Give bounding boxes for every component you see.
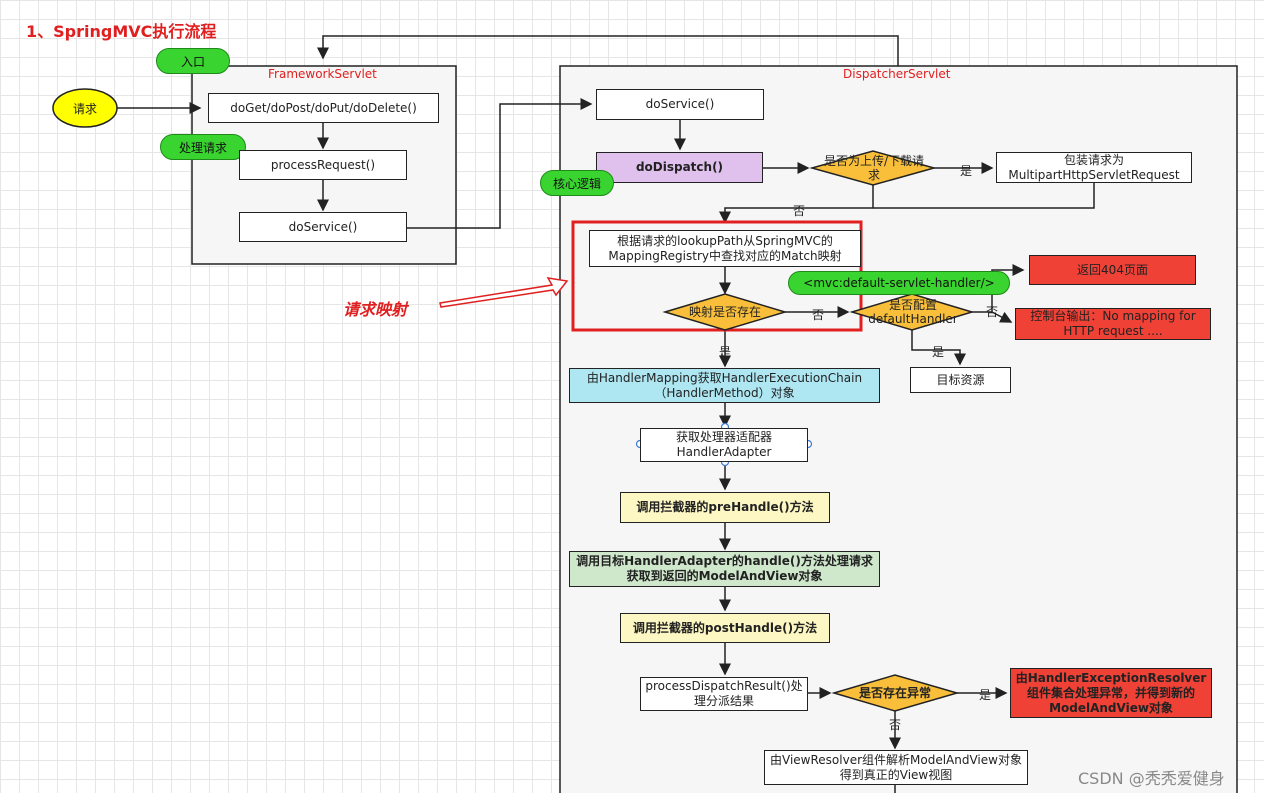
lookup-mapping-box: 根据请求的lookupPath从SpringMVC的MappingRegistr…: [589, 230, 861, 267]
mapping-yes-label: 是: [719, 345, 732, 359]
config-no-label: 否: [986, 305, 999, 319]
framework-doservice-box: doService(): [239, 212, 407, 242]
view-resolver-box: 由ViewResolver组件解析ModelAndView对象得到真正的View…: [764, 750, 1028, 785]
process-request-box: processRequest(): [239, 150, 407, 180]
target-resource-box: 目标资源: [910, 367, 1011, 393]
request-node: 请求: [72, 101, 97, 116]
watermark: CSDN @秃秃爱健身: [1078, 769, 1225, 788]
handler-chain-box: 由HandlerMapping获取HandlerExecutionChain（H…: [569, 368, 880, 403]
core-logic-cloud: 核心逻辑: [540, 170, 614, 196]
handle-request-box: 调用目标HandlerAdapter的handle()方法处理请求获取到返回的M…: [569, 551, 880, 587]
doget-box: doGet/doPost/doPut/doDelete(): [208, 93, 439, 123]
dispatcher-doservice-box: doService(): [596, 89, 764, 120]
default-servlet-handler-cloud: <mvc:default-servlet-handler/>: [788, 271, 1010, 295]
process-dispatch-result-box: processDispatchResult()处理分派结果: [640, 677, 808, 711]
framework-servlet-label: FrameworkServlet: [268, 67, 377, 81]
config-default-decision: 是否配置defaultHandler: [868, 298, 958, 326]
handler-adapter-box: 获取处理器适配器HandlerAdapter: [640, 428, 808, 462]
upload-yes-label: 是: [960, 164, 973, 178]
prehandle-box: 调用拦截器的preHandle()方法: [620, 492, 830, 523]
request-mapping-annotation: 请求映射: [343, 300, 408, 319]
mapping-no-label: 否: [812, 308, 825, 322]
console-output-box: 控制台输出：No mapping for HTTP request ....: [1015, 308, 1211, 340]
exception-yes-label: 是: [979, 688, 992, 702]
config-yes-label: 是: [932, 345, 945, 359]
page-title: 1、SpringMVC执行流程: [26, 22, 217, 41]
dispatcher-servlet-label: DispatcherServlet: [843, 67, 951, 81]
dodispatch-box: doDispatch(): [596, 152, 763, 183]
handle-request-cloud: 处理请求: [160, 134, 246, 160]
entry-cloud: 入口: [156, 48, 230, 74]
exception-no-label: 否: [889, 718, 902, 732]
has-exception-decision: 是否存在异常: [858, 686, 931, 700]
mapping-exists-decision: 映射是否存在: [688, 305, 761, 319]
return-404-box: 返回404页面: [1029, 255, 1196, 285]
exception-resolver-box: 由HandlerExceptionResolver组件集合处理异常，并得到新的M…: [1010, 668, 1212, 718]
posthandle-box: 调用拦截器的postHandle()方法: [620, 613, 830, 643]
upload-no-label: 否: [793, 204, 806, 218]
is-upload-decision: 是否为上传/下载请求: [823, 154, 925, 182]
wrap-multipart-box: 包装请求为MultipartHttpServletRequest: [996, 152, 1192, 183]
